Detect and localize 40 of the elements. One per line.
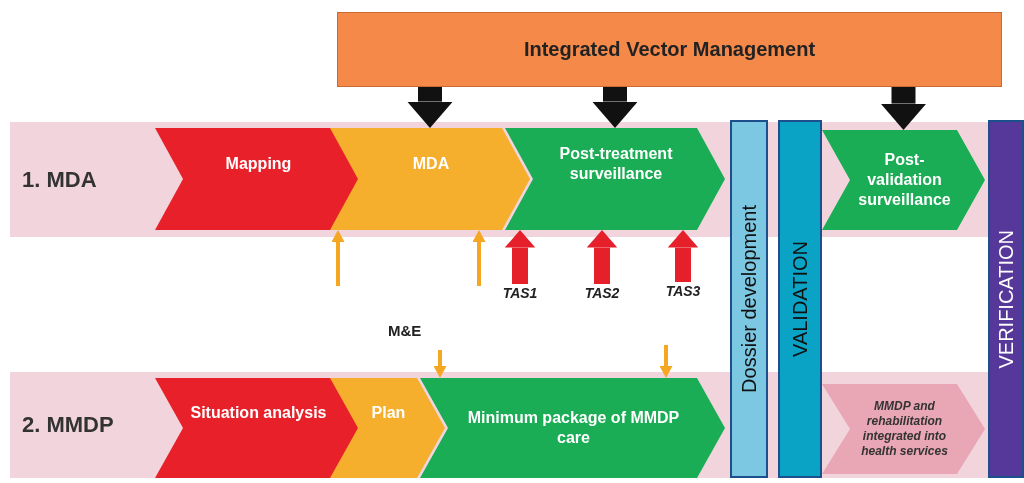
arrow [667,230,699,282]
step-label: Plan [371,403,406,423]
phase-bar [778,120,822,478]
step-label: Mapping [225,154,292,174]
arrow [433,350,447,378]
arrow [472,230,486,286]
monitoring-label: M&E [388,322,422,339]
phase-bar [988,120,1024,478]
arrow [592,87,638,128]
chevron-step [155,378,360,478]
chevron-step [330,378,445,478]
step-label: MMDP and rehabilitation integrated into health services [860,399,949,459]
step-label: Minimum package of MMDP care [466,408,681,448]
chevron-step [822,384,985,474]
step-label: Situation analysis [190,403,327,423]
chevron-step [155,128,360,230]
arrow [407,87,453,128]
survey-label: TAS2 [580,284,624,302]
program-title: Integrated Vector Management [523,38,816,61]
arrow [504,230,536,284]
phase-label: VALIDATION [788,241,812,357]
chevron-step [420,378,725,478]
arrow [586,230,618,284]
phase-label: VERIFICATION [994,229,1018,369]
arrow [880,87,927,130]
step-label: MDA [412,154,450,174]
chevron-step [822,130,985,230]
step-label: Post-treatment surveillance [558,144,674,184]
step-label: Post-validation surveillance [857,150,952,210]
arrow [331,230,345,286]
chevron-step [505,128,725,230]
arrow [659,345,673,378]
chevron-step [330,128,530,230]
survey-label: TAS3 [661,282,705,300]
lane-title: 2. MMDP [22,412,114,438]
lane-title: 1. MDA [22,166,97,193]
survey-label: TAS1 [498,284,542,302]
phase-bar [730,120,768,478]
phase-label: Dossier development [737,205,761,393]
program-box [337,12,1002,87]
